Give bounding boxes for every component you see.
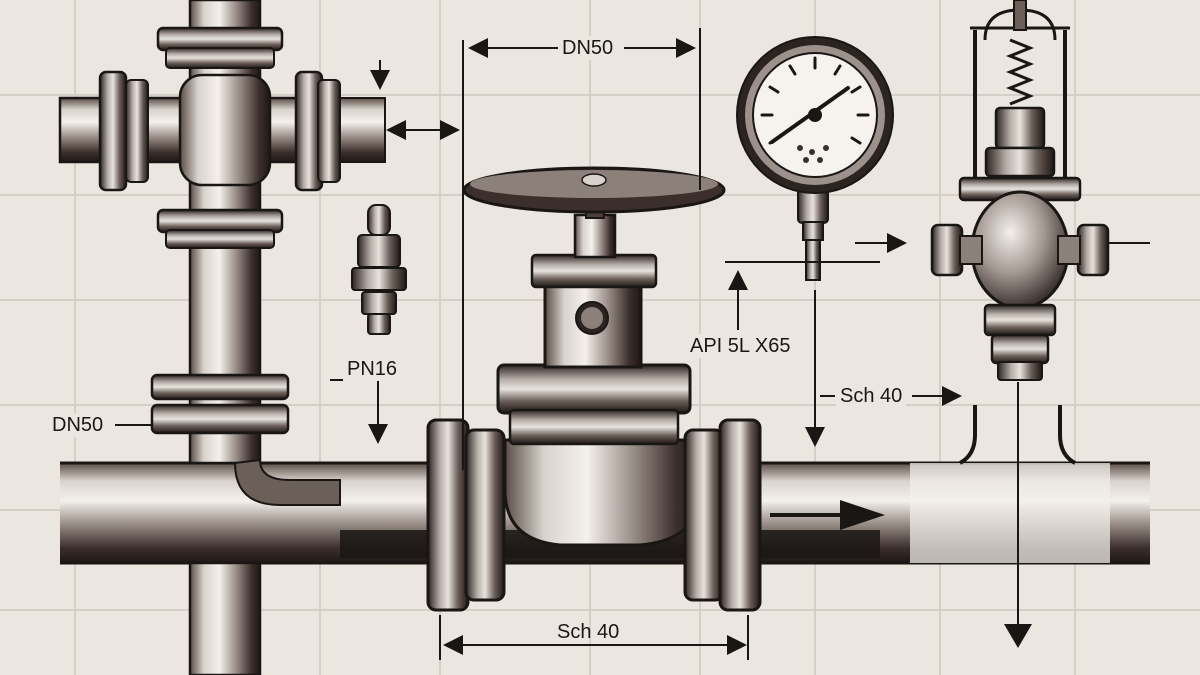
branch-tee [958,405,1077,465]
cross-flange-right [294,70,341,192]
label-pn16: PN16 [343,357,402,381]
vertical-flange-mid [156,208,284,249]
vertical-flange-lower [150,373,290,435]
label-dn50-left: DN50 [48,413,108,437]
small-plug-fitting [351,204,407,335]
dimension-lines [115,28,1150,660]
main-flange-right [683,418,762,612]
pressure-gauge [736,36,894,281]
vertical-flange-top [156,26,284,69]
relief-valve [930,0,1110,381]
label-sch40-right: Sch 40 [836,384,907,408]
bottom-arrowhead [1004,624,1032,648]
cross-flange-left [98,70,149,192]
label-api-5l-x65: API 5L X65 [686,334,795,358]
label-sch40-bottom: Sch 40 [557,621,620,643]
flow-arrow [770,500,885,530]
gate-valve [462,166,726,547]
label-dn50-top: DN50 [558,36,618,60]
main-flange-left [426,418,506,612]
